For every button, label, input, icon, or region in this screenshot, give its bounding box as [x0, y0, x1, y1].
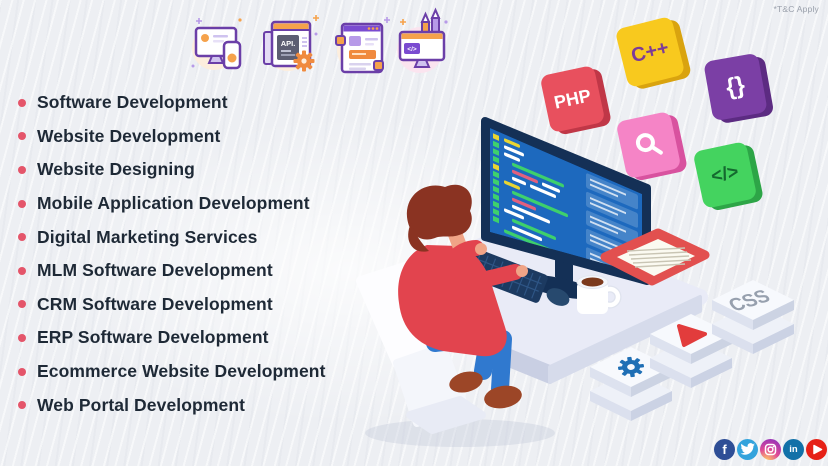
youtube-icon[interactable]	[806, 439, 827, 460]
tc-apply-note: *T&C Apply	[773, 4, 819, 14]
facebook-icon[interactable]: f	[714, 439, 735, 460]
bullet-dot	[18, 132, 26, 141]
play-icon	[813, 444, 823, 455]
service-item: Ecommerce Website Development	[18, 355, 326, 389]
play-icon	[677, 324, 707, 347]
camera-icon	[764, 443, 777, 456]
gear-accent-icon	[293, 50, 315, 72]
api-development-icon: API.	[263, 15, 319, 72]
code-badge-label: </>	[407, 46, 417, 53]
gear-stack	[590, 347, 672, 421]
instagram-icon[interactable]	[760, 439, 781, 460]
web-design-tools-icon: </>	[397, 7, 448, 73]
php-tile: PHP	[539, 64, 606, 134]
gear-icon	[617, 356, 645, 378]
linkedin-icon[interactable]: in	[783, 439, 804, 460]
code-tile: </>	[692, 141, 758, 209]
coffee-mug	[576, 275, 622, 314]
bullet-dot	[18, 367, 26, 376]
search-tile	[615, 110, 682, 180]
web-page-builder-icon	[335, 17, 390, 74]
responsive-design-icon	[191, 18, 242, 70]
bullet-dot	[18, 401, 26, 410]
bullet-dot	[18, 165, 26, 174]
service-item: Mobile Application Development	[18, 187, 326, 221]
cpp-tile: C++	[614, 15, 686, 89]
twitter-bird-icon	[740, 443, 755, 455]
braces-tile: {}	[703, 52, 768, 122]
php-label: PHP	[552, 84, 593, 113]
magnifier-icon	[635, 133, 663, 155]
clipboard	[600, 228, 710, 286]
bullet-dot	[18, 199, 26, 208]
service-item: CRM Software Development	[18, 288, 326, 322]
bullet-dot	[18, 266, 26, 275]
cpp-label: C++	[628, 36, 671, 67]
code-on-screen	[493, 133, 638, 274]
mouse	[546, 288, 570, 306]
bullet-dot	[18, 333, 26, 342]
twitter-icon[interactable]	[737, 439, 758, 460]
api-label: API.	[281, 39, 296, 48]
shoe	[484, 385, 522, 409]
service-item: ERP Software Development	[18, 321, 326, 355]
social-links: f in	[714, 439, 827, 460]
service-item: Software Development	[18, 86, 326, 120]
bullet-dot	[18, 98, 26, 107]
service-item: Website Designing	[18, 153, 326, 187]
monitor	[481, 117, 651, 300]
shoe	[449, 371, 483, 393]
play-stack	[650, 314, 732, 388]
code-label: </>	[709, 161, 741, 188]
braces-label: {}	[723, 71, 747, 102]
service-item: Digital Marketing Services	[18, 220, 326, 254]
services-list: Software Development Website Development…	[18, 86, 326, 422]
bullet-dot	[18, 233, 26, 242]
service-item: MLM Software Development	[18, 254, 326, 288]
developer-at-desk-illustration	[356, 117, 710, 447]
bullet-dot	[18, 300, 26, 309]
css-stack: CSS	[712, 280, 794, 354]
person-developer	[398, 184, 528, 409]
service-item: Website Development	[18, 120, 326, 154]
service-item: Web Portal Development	[18, 388, 326, 422]
